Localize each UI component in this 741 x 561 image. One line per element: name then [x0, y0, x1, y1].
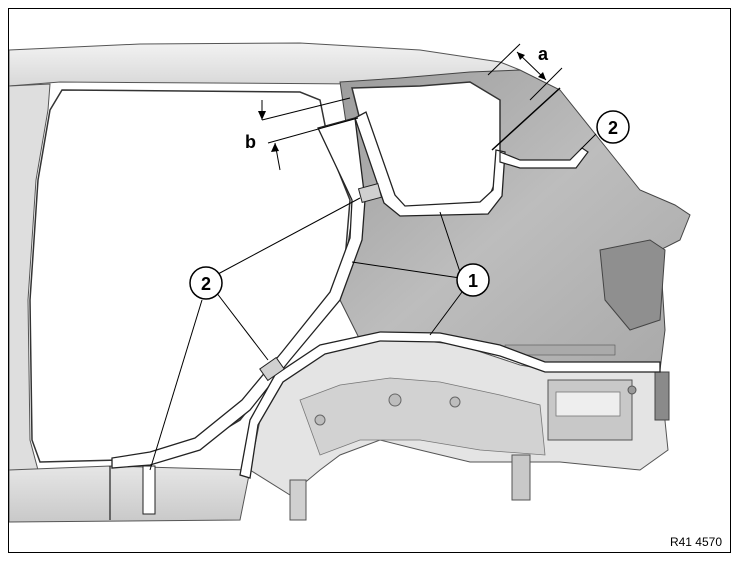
- hole-4: [627, 385, 637, 395]
- callout-1-label: 1: [468, 271, 478, 291]
- hole-2: [449, 396, 461, 408]
- rocker-sill: [9, 465, 251, 523]
- dimension-a-label: a: [538, 44, 549, 64]
- tab-marker-middle: [259, 356, 285, 382]
- callout-2-right: 2: [596, 110, 630, 144]
- wheel-arch-cut-strip: [239, 331, 661, 479]
- lower-mount-right: [511, 454, 531, 501]
- hole-1: [388, 393, 402, 407]
- callout-2-left-label: 2: [201, 274, 211, 294]
- callout-2-left-leaders: [149, 197, 361, 471]
- taillight-recess: [599, 239, 666, 331]
- roof-rail: [9, 42, 521, 87]
- dimension-a: a: [487, 43, 563, 151]
- c-pillar-cut-strip: [111, 117, 366, 469]
- tab-marker-upper: [357, 183, 383, 203]
- hole-3: [314, 414, 326, 426]
- dimension-b-label: b: [245, 132, 256, 152]
- callout-1-leaders: [351, 211, 463, 336]
- callout-2-right-label: 2: [608, 118, 618, 138]
- window-surround-strip: [354, 111, 506, 217]
- callout-1: 1: [456, 263, 490, 297]
- lower-mount-left: [289, 479, 307, 521]
- tab-marker-lower: [142, 465, 156, 515]
- callout-2-right-leader: [579, 133, 597, 151]
- callout-2-left: 2: [189, 266, 223, 300]
- dimension-b: b: [245, 97, 359, 171]
- lower-mount-rear: [654, 371, 670, 421]
- rear-bracket-window: [555, 391, 621, 417]
- wheelhouse-detail: [299, 377, 546, 456]
- upper-quarter-strip: [499, 147, 589, 169]
- reference-code: R41 4570: [670, 535, 722, 549]
